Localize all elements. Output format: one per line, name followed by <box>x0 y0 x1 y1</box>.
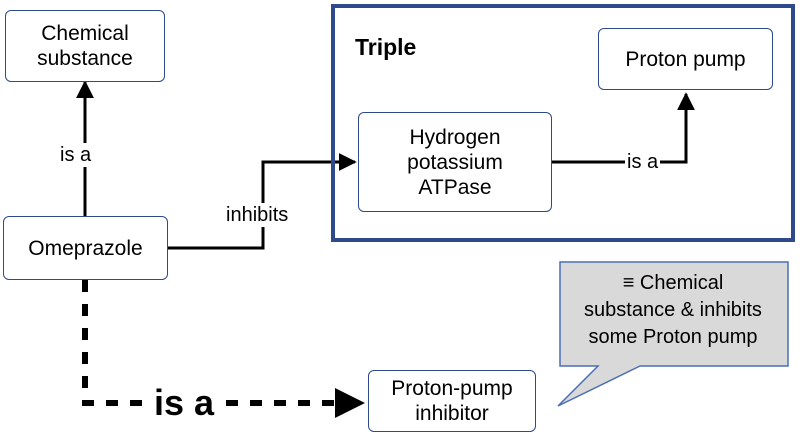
node-omeprazole-label: Omeprazole <box>28 236 143 260</box>
definition-callout <box>557 261 789 407</box>
node-chemical-substance-label: Chemical substance <box>37 22 133 70</box>
node-proton-pump-inhibitor: Proton-pump inhibitor <box>368 370 536 432</box>
node-omeprazole: Omeprazole <box>3 216 168 280</box>
node-chemical-substance: Chemical substance <box>5 10 165 82</box>
edge-label-is-a-ppi: is a <box>152 382 217 423</box>
edge-label-inhibits: inhibits <box>224 203 291 227</box>
triple-label: Triple <box>355 34 417 60</box>
edge-label-is-a-proton-pump: is a <box>625 150 661 174</box>
node-proton-pump-label: Proton pump <box>625 47 746 71</box>
edge-atpase-is-a-proton-pump <box>552 92 695 164</box>
node-proton-pump-inhibitor-label: Proton-pump inhibitor <box>391 377 513 425</box>
edge-omeprazole-is-a-ppi <box>82 280 365 418</box>
triple-frame <box>331 4 795 242</box>
node-hydrogen-potassium-atpase: Hydrogen potassium ATPase <box>358 112 552 212</box>
edge-label-is-a-chemical: is a <box>58 143 94 167</box>
node-hydrogen-potassium-atpase-label: Hydrogen potassium ATPase <box>407 125 503 199</box>
definition-callout-text: ≡ Chemical substance & inhibits some Pro… <box>584 272 762 348</box>
node-proton-pump: Proton pump <box>598 28 773 90</box>
